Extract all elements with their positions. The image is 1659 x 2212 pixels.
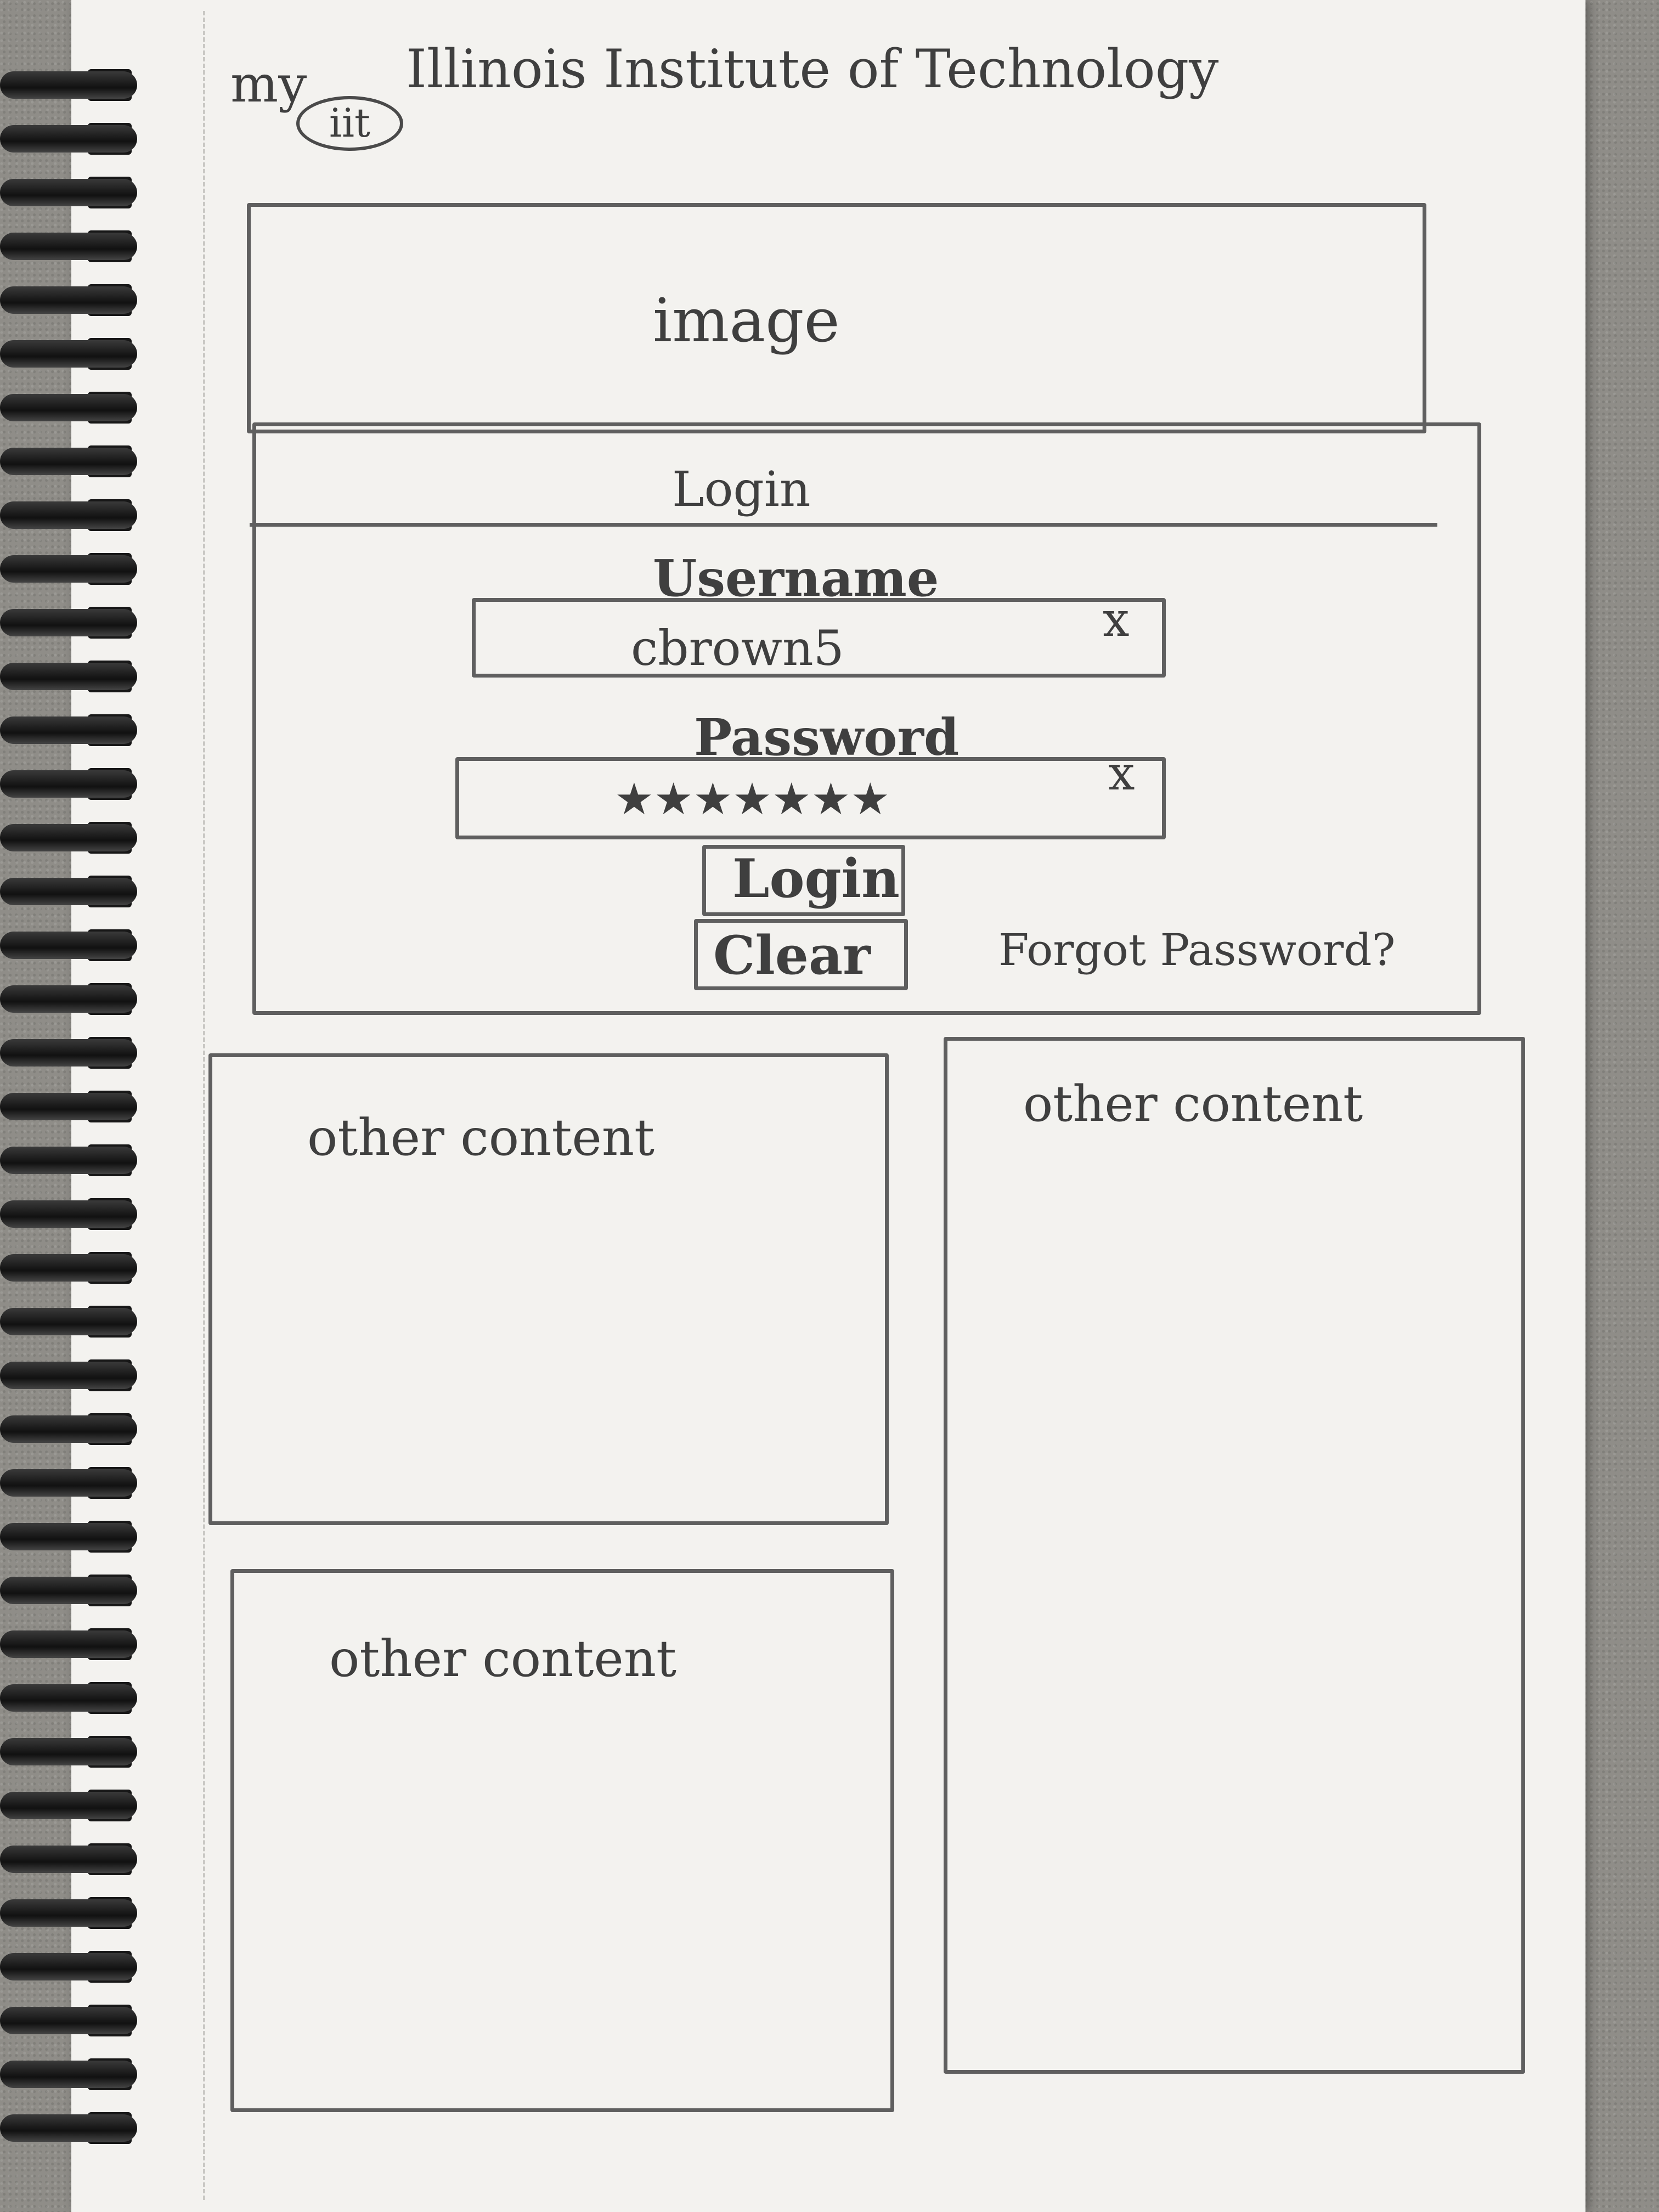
content-panel-label: other content — [307, 1108, 655, 1167]
spiral-coil — [0, 1362, 137, 1389]
spiral-coil — [0, 2061, 137, 2088]
spiral-coil — [0, 663, 137, 690]
spiral-coil — [0, 1469, 137, 1497]
hero-image-placeholder — [247, 203, 1426, 433]
spiral-coil — [0, 1899, 137, 1927]
content-panel-label: other content — [1023, 1075, 1363, 1133]
clear-button[interactable] — [694, 919, 908, 990]
image-placeholder-label: image — [653, 285, 840, 356]
spiral-coil — [0, 609, 137, 636]
paper-perforation — [203, 11, 205, 2200]
username-clear-icon[interactable]: x — [1103, 592, 1130, 647]
forgot-password-link[interactable]: Forgot Password? — [998, 924, 1396, 975]
spiral-coil — [0, 1254, 137, 1282]
password-input-value: ★★★★★★★ — [614, 774, 890, 825]
spiral-coil — [0, 501, 137, 529]
spiral-coil — [0, 932, 137, 959]
spiral-coil — [0, 1630, 137, 1658]
spiral-coil — [0, 1738, 137, 1765]
spiral-coil — [0, 985, 137, 1013]
spiral-coil — [0, 555, 137, 583]
content-panel-left-bottom — [230, 1569, 894, 2112]
spiral-coil — [0, 179, 137, 206]
spiral-coil — [0, 71, 137, 99]
login-button-label[interactable]: Login — [732, 848, 900, 910]
spiral-coil — [0, 1415, 137, 1443]
content-panel-label: other content — [329, 1629, 677, 1688]
login-panel-title: Login — [672, 461, 811, 517]
brand-my: my — [230, 55, 307, 114]
spiral-coil — [0, 1308, 137, 1335]
login-header-bar — [250, 422, 1437, 527]
username-input[interactable] — [472, 598, 1166, 678]
spiral-coil — [0, 878, 137, 905]
spiral-coil — [0, 125, 137, 153]
spiral-coil — [0, 1093, 137, 1120]
content-panel-right — [944, 1037, 1525, 2074]
content-panel-left-top — [208, 1053, 889, 1525]
spiral-coil — [0, 716, 137, 744]
spiral-coil — [0, 1147, 137, 1174]
login-panel — [252, 422, 1481, 1015]
spiral-coil — [0, 1953, 137, 1980]
spiral-coil — [0, 1792, 137, 1819]
login-button[interactable] — [702, 845, 905, 916]
spiral-coil — [0, 2007, 137, 2034]
spiral-coil — [0, 1846, 137, 1873]
spiral-coil — [0, 448, 137, 475]
spiral-coil — [0, 1039, 137, 1066]
spiral-coil — [0, 1577, 137, 1604]
username-input-value: cbrown5 — [631, 620, 844, 676]
notebook-spiral — [0, 69, 143, 2189]
spiral-coil — [0, 2114, 137, 2142]
spiral-coil — [0, 1200, 137, 1228]
spiral-coil — [0, 394, 137, 421]
spiral-coil — [0, 340, 137, 368]
spiral-coil — [0, 770, 137, 798]
spiral-coil — [0, 233, 137, 260]
password-input[interactable] — [455, 757, 1166, 839]
spiral-coil — [0, 1684, 137, 1712]
sketch-paper — [71, 0, 1585, 2212]
spiral-coil — [0, 286, 137, 314]
institution-title: Illinois Institute of Technology — [406, 38, 1219, 100]
password-clear-icon[interactable]: x — [1108, 746, 1135, 801]
brand-iit-logo[interactable]: iit — [296, 96, 403, 151]
clear-button-label[interactable]: Clear — [713, 924, 871, 986]
spiral-coil — [0, 824, 137, 851]
spiral-coil — [0, 1523, 137, 1550]
